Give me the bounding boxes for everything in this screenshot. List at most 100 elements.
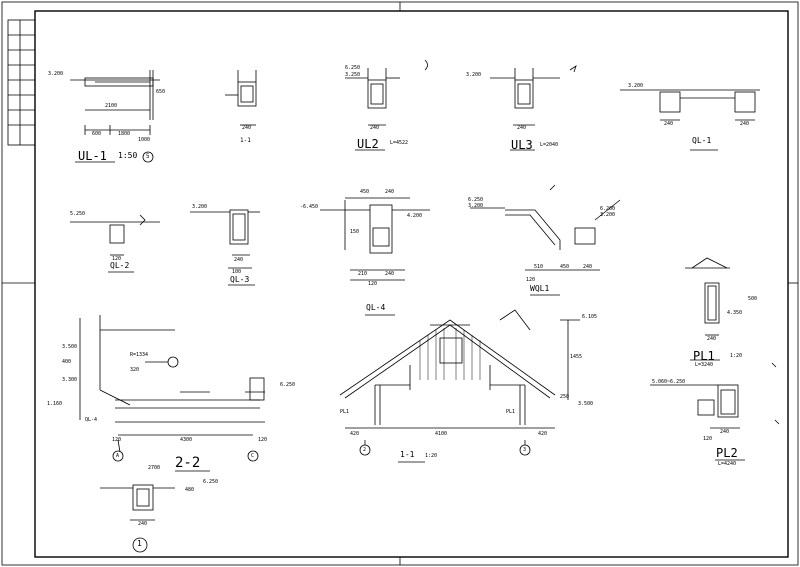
sec-1-1-small — [225, 70, 257, 126]
dim: 6.250 — [203, 479, 219, 485]
title-wql1: WQL1 — [530, 284, 550, 293]
dim: 4.350 — [727, 310, 743, 316]
grid-a: A — [116, 453, 120, 459]
title-ql3: QL-3 — [230, 275, 250, 284]
dim: 120 — [368, 281, 378, 287]
title-1-1: 1-1 — [400, 450, 415, 459]
dim: 240 — [740, 121, 750, 127]
title-ul2: UL2 — [357, 137, 379, 151]
dim: 120 — [526, 277, 536, 283]
dim: 6.105 — [582, 314, 598, 320]
dim: 450 — [360, 189, 370, 195]
note-ul2: L=4522 — [390, 140, 409, 146]
pl2-drawing — [650, 384, 780, 461]
title-2-2: 2-2 — [175, 455, 201, 471]
dim: 1800 — [118, 131, 131, 137]
ql4-drawing — [320, 197, 430, 316]
dim: 6.250 — [345, 65, 361, 71]
dim: 240 — [517, 125, 527, 131]
ul2-drawing — [345, 59, 428, 151]
note-ul3: L=2040 — [540, 142, 559, 148]
dim: 240 — [138, 521, 148, 527]
grid-c: C — [251, 453, 255, 459]
note-pl2: L=4240 — [718, 461, 737, 467]
dim: 240 — [707, 336, 717, 342]
scale-pl1: 1:20 — [730, 353, 743, 359]
dim: 3.200 — [466, 72, 482, 78]
inner-frame — [34, 10, 789, 558]
dim: 2700 — [148, 465, 161, 471]
dim: 120 — [112, 256, 122, 262]
dim: 6.250 — [280, 382, 296, 388]
scale-ul1: 1:50 — [118, 151, 138, 160]
dim: 500 — [748, 296, 758, 302]
dim: R=1334 — [130, 352, 149, 358]
dim: 3.250 — [345, 72, 361, 78]
dim: 1455 — [570, 354, 583, 360]
dim: 1.160 — [47, 401, 63, 407]
dim: 240 — [385, 271, 395, 277]
dim: 5.250 — [70, 211, 86, 217]
ql2-drawing — [70, 214, 160, 273]
sec-1-1-roof — [339, 309, 580, 463]
dim: 6.250 — [468, 197, 484, 203]
dim: 100 — [232, 269, 242, 275]
label-ql4: QL-4 — [85, 417, 98, 423]
dim: 6.200 — [600, 206, 616, 212]
dim: 4300 — [180, 437, 193, 443]
dim: 250 — [560, 394, 570, 400]
label-pl1-b: PL1 — [506, 409, 516, 415]
label-pl1-a: PL1 — [340, 409, 350, 415]
dim: 240 — [583, 264, 593, 270]
title-ql2: QL-2 — [110, 261, 130, 270]
circle-5: 5 — [146, 153, 150, 160]
dim: 320 — [130, 367, 140, 373]
title-ul3: UL3 — [511, 138, 533, 152]
dim: 2100 — [105, 103, 118, 109]
dim: 3.500 — [62, 344, 78, 350]
dim: 3.500 — [578, 401, 594, 407]
dim: -6.450 — [300, 204, 319, 210]
note-pl1: L=3240 — [695, 362, 714, 368]
title-1-1-small: 1-1 — [240, 137, 251, 144]
dim: 510 — [534, 264, 544, 270]
dim: 120 — [112, 437, 122, 443]
dim: 4.200 — [407, 213, 423, 219]
dim: 240 — [664, 121, 674, 127]
dim: 240 — [385, 189, 395, 195]
pl1-drawing — [685, 257, 777, 368]
title-pl1: PL1 — [693, 349, 715, 363]
dim: 3.200 — [468, 203, 484, 209]
ul3-drawing — [490, 65, 577, 151]
dim: 3.200 — [628, 83, 644, 89]
title-pl2: PL2 — [716, 446, 738, 460]
dim: 5.060~6.250 — [652, 379, 686, 385]
roof-hatch — [419, 328, 481, 380]
scale-1-1: 1:20 — [425, 453, 438, 459]
dim: 650 — [156, 89, 166, 95]
dim: 240 — [242, 125, 252, 131]
dim: 3.200 — [600, 212, 616, 218]
grid-2: 2 — [363, 447, 367, 453]
dim: 210 — [358, 271, 368, 277]
dim: 480 — [185, 487, 195, 493]
dim: 120 — [703, 436, 713, 442]
dim: 240 — [370, 125, 380, 131]
dim: 400 — [62, 359, 72, 365]
dim: 3.200 — [192, 204, 208, 210]
dim: 1000 — [138, 137, 151, 143]
title-ql4: QL-4 — [366, 303, 386, 312]
dim: 420 — [538, 431, 548, 437]
dim: 420 — [350, 431, 360, 437]
title-ql1: QL-1 — [692, 136, 712, 145]
dim: 4100 — [435, 431, 448, 437]
title-strip — [7, 19, 36, 146]
circle-1-label: 1 — [137, 539, 142, 548]
sec-2-2-drawing — [79, 315, 265, 553]
dim: 450 — [560, 264, 570, 270]
dim: 3.300 — [62, 377, 78, 383]
dim: 240 — [720, 429, 730, 435]
dim: 240 — [234, 257, 244, 263]
